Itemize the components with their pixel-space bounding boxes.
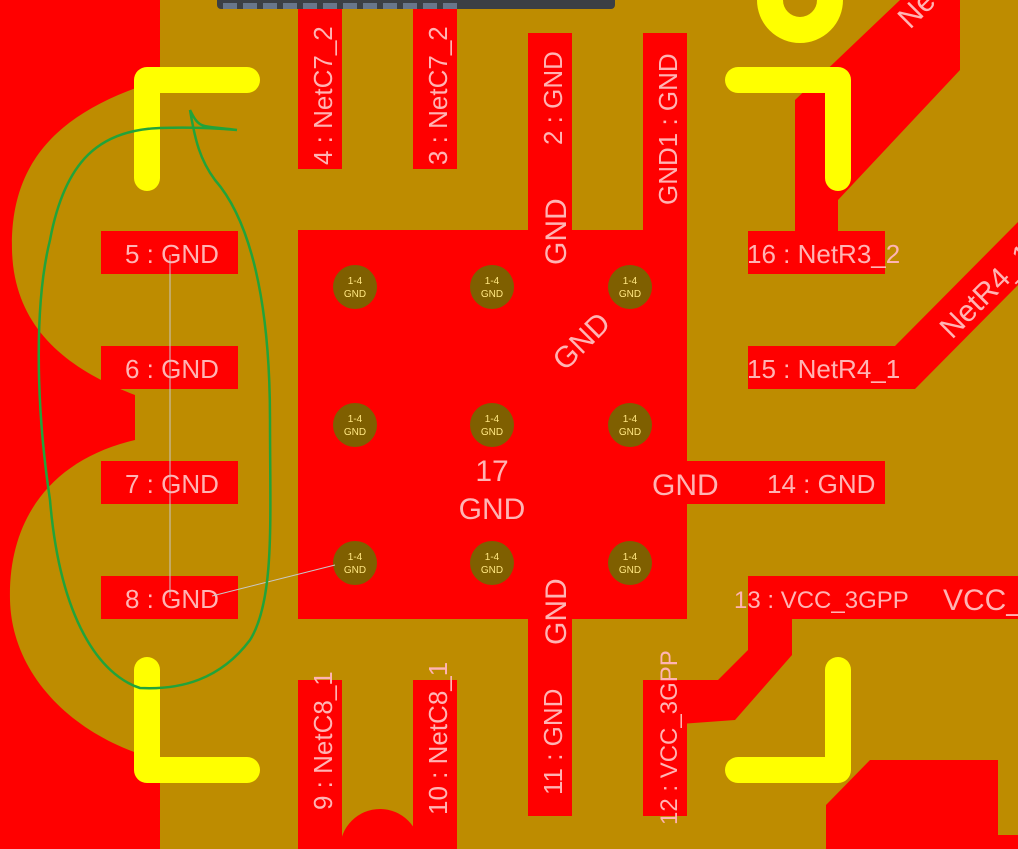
- via-circle: [333, 541, 377, 585]
- pad-3-label: 3 : NetC7_2: [423, 26, 453, 165]
- pad-15-label: 15 : NetR4_1: [747, 354, 900, 384]
- string-icon[interactable]: [343, 3, 357, 9]
- via-icon[interactable]: [283, 3, 297, 9]
- via-net-label: GND: [481, 289, 503, 300]
- select-icon[interactable]: [223, 3, 237, 9]
- ratsnest-line: [211, 564, 336, 597]
- via-layers-label: 1-4: [348, 552, 363, 563]
- via-layers-label: 1-4: [623, 414, 638, 425]
- via-layers-label: 1-4: [485, 414, 500, 425]
- pad-2-label: 2 : GND: [538, 51, 568, 145]
- trace-vcc-bend[interactable]: [680, 619, 792, 724]
- via-layers-label: 1-4: [485, 276, 500, 287]
- keepout-icon[interactable]: [403, 3, 417, 9]
- via-circle: [333, 265, 377, 309]
- pad-1[interactable]: [643, 33, 687, 233]
- component-icon[interactable]: [383, 3, 397, 9]
- via-layers-label: 1-4: [348, 414, 363, 425]
- via-net-label: GND: [619, 289, 641, 300]
- pad-10-label: 10 : NetC8_1: [423, 662, 453, 815]
- via-net-label: GND: [481, 565, 503, 576]
- pad-12-label: 12 : VCC_3GPP: [656, 650, 683, 825]
- pad-6-label: 6 : GND: [125, 354, 219, 384]
- via-net-label: GND: [344, 289, 366, 300]
- pad-13-label: 13 : VCC_3GPP: [734, 587, 909, 614]
- polygon-icon[interactable]: [323, 3, 337, 9]
- pad-14-connection: [687, 461, 748, 504]
- via-net-label: GND: [344, 427, 366, 438]
- via-circle: [608, 403, 652, 447]
- green-annotation-loop: [37, 109, 272, 690]
- bottom-right-copper: [826, 760, 1018, 849]
- via-circle: [470, 403, 514, 447]
- pad-9[interactable]: [298, 680, 342, 849]
- pad-9-label: 9 : NetC8_1: [308, 671, 338, 810]
- pad-2[interactable]: [528, 33, 572, 233]
- via-circle: [333, 403, 377, 447]
- trace-vcc[interactable]: [748, 576, 1018, 619]
- trace-label-gnd-top: GND: [540, 198, 573, 265]
- via-circle: [608, 541, 652, 585]
- trace-label-netr4: NetR4_1: [934, 238, 1018, 345]
- route-icon[interactable]: [243, 3, 257, 9]
- via-layers-label: 1-4: [485, 552, 500, 563]
- pad-14-label: 14 : GND: [767, 469, 875, 499]
- dimension-icon[interactable]: [363, 3, 377, 9]
- toolbar: [217, 0, 615, 9]
- via-net-label: GND: [619, 427, 641, 438]
- text-icon[interactable]: [423, 3, 437, 9]
- via-circle: [470, 265, 514, 309]
- pad-5-label: 5 : GND: [125, 239, 219, 269]
- via-layers-label: 1-4: [623, 552, 638, 563]
- pad-16[interactable]: [748, 231, 885, 274]
- via-net-label: GND: [344, 565, 366, 576]
- via-layers-label: 1-4: [623, 276, 638, 287]
- interactive-route-icon[interactable]: [443, 3, 457, 9]
- pad-16-label: 16 : NetR3_2: [747, 239, 900, 269]
- pad-4-label: 4 : NetC7_2: [308, 26, 338, 165]
- pad-4[interactable]: [298, 0, 342, 169]
- pad-8-label: 8 : GND: [125, 584, 219, 614]
- center-pad-net: GND: [459, 493, 526, 526]
- pad-11[interactable]: [528, 616, 572, 816]
- via-circle: [470, 541, 514, 585]
- trace-label-gnd-right: GND: [652, 469, 719, 502]
- bottom-copper-circle: [340, 809, 420, 849]
- trace-label-gnd-bottom: GND: [540, 578, 573, 645]
- pad-icon[interactable]: [263, 3, 277, 9]
- pad-10[interactable]: [413, 680, 457, 849]
- via-circle: [608, 265, 652, 309]
- pad-15[interactable]: [748, 346, 885, 389]
- pad-1-label: GND1 : GND: [653, 53, 683, 205]
- pad-11-label: 11 : GND: [538, 689, 568, 795]
- via-array: 1-4GND1-4GND1-4GND1-4GND1-4GND1-4GND1-4G…: [333, 265, 652, 585]
- fill-icon[interactable]: [303, 3, 317, 9]
- via-net-label: GND: [619, 565, 641, 576]
- pad-12[interactable]: [643, 680, 687, 816]
- pad-14[interactable]: [748, 461, 885, 504]
- pad-7-label: 7 : GND: [125, 469, 219, 499]
- ratsnest-lines: [169, 255, 336, 598]
- trace-label-vcc: VCC_: [943, 584, 1018, 617]
- silkscreen-outline: [134, 0, 851, 783]
- center-pad-number: 17: [475, 455, 508, 488]
- pad-3[interactable]: [413, 0, 457, 169]
- via-net-label: GND: [481, 427, 503, 438]
- via-layers-label: 1-4: [348, 276, 363, 287]
